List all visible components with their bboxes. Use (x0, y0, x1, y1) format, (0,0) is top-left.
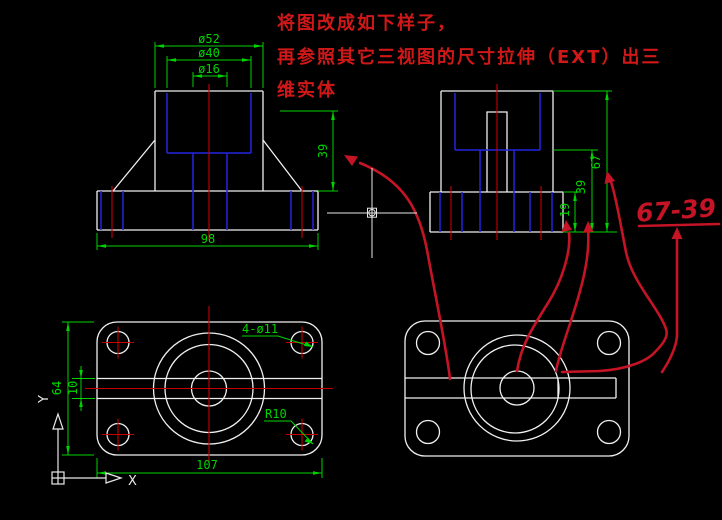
dim-67: 67 (589, 155, 603, 169)
front-view-centerlines (111, 84, 303, 240)
front-view-outline (96, 90, 319, 231)
dim-r10: R10 (265, 407, 287, 421)
top-view-dim-lines (62, 321, 323, 478)
front-view: ø52 ø40 ø16 98 39 (96, 32, 338, 250)
modified-top-view-sketch (404, 320, 630, 457)
dim-64: 64 (50, 381, 64, 395)
markup-arrow-39-front (344, 155, 358, 166)
markup-arrow-19 (561, 220, 572, 232)
annotation-line3: 维实体 (277, 79, 337, 101)
annotation-line2: 再参照其它三视图的尺寸拉伸（EXT）出三 (277, 46, 661, 68)
markup-curve-39-side (554, 225, 590, 373)
markup-curve-67 (560, 180, 668, 374)
markup-curve-19 (515, 231, 571, 373)
annotation-text: 将图改成如下样子， 再参照其它三视图的尺寸拉伸（EXT）出三 维实体 (277, 12, 661, 101)
front-view-dim-arrows (97, 44, 335, 248)
top-view-centerlines (85, 306, 333, 462)
top-view-dim-arrows (66, 322, 322, 475)
crosshair-cursor (327, 168, 417, 258)
pickbox (367, 207, 377, 218)
dim-dia40: ø40 (198, 46, 220, 60)
markup-arrow-67 (604, 171, 615, 184)
side-view-hidden-lines (439, 93, 553, 232)
dim-dia16: ø16 (198, 62, 220, 76)
ucs-y-label: Y (37, 395, 52, 404)
dim-39-side: 39 (574, 180, 588, 194)
markup-curve-39-front (358, 161, 452, 381)
annotation-line1: 将图改成如下样子， (277, 12, 457, 34)
side-view-dim-arrows (573, 91, 609, 232)
ucs-x-arrow-icon (105, 472, 123, 484)
dim-98: 98 (201, 232, 215, 246)
markup-note-underline (637, 222, 721, 228)
sketch-outline (404, 320, 630, 457)
markup-arrow-note (671, 227, 683, 239)
side-view-centerlines (450, 84, 542, 240)
dim-39-front: 39 (316, 144, 330, 158)
dim-10: 10 (66, 381, 80, 395)
front-view-dim-lines (96, 42, 338, 250)
red-markup: 67-39 (344, 155, 721, 381)
ucs-icon: Y X (37, 395, 137, 489)
dim-107: 107 (196, 458, 218, 472)
top-view: 107 64 10 4-ø11 R10 (50, 306, 333, 478)
markup-curve-note (660, 232, 679, 374)
ucs-x-label: X (128, 474, 137, 489)
side-view: 67 39 19 (429, 84, 617, 240)
ucs-y-arrow-icon (52, 412, 64, 430)
front-view-hidden-lines (100, 93, 314, 230)
dim-dia52: ø52 (198, 32, 220, 46)
markup-arrow-39-side (583, 221, 594, 233)
snap-marker-icon (368, 209, 376, 217)
dim-4xdia11: 4-ø11 (242, 322, 278, 336)
handwritten-note: 67-39 (635, 193, 717, 228)
dim-19: 19 (558, 203, 572, 217)
